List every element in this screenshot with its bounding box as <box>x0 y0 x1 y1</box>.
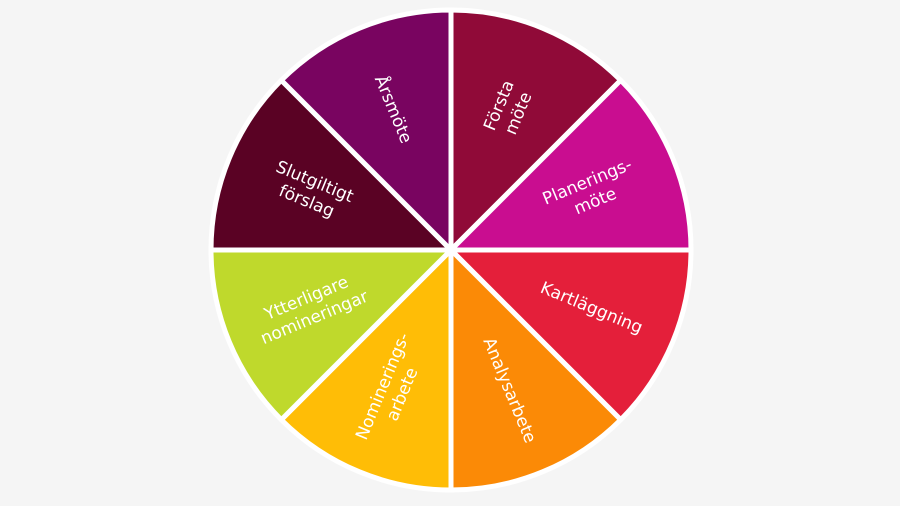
wheel-outline <box>210 9 692 491</box>
